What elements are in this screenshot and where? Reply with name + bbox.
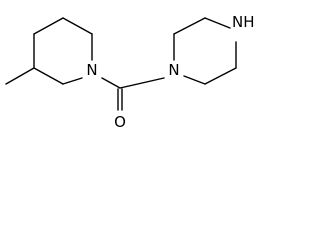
atom-label-o-carbonyl: O [114, 113, 126, 131]
atom-label-nh-piperazine: NH [232, 13, 255, 31]
atom-label-n-piperazine: N [168, 61, 179, 79]
bond-piperazine-c2-c3 [173, 17, 206, 35]
bond-methyl [5, 67, 35, 85]
molecule-structure: N N O NH [5, 13, 255, 131]
bond-carbonyl-piperazine-n [119, 77, 165, 89]
bond-piperidine-c5-c6 [62, 17, 93, 35]
bond-piperidine-c2-c3 [33, 67, 64, 85]
bond-piperazine-c3-nh [204, 17, 231, 29]
bond-piperazine-c5-c6 [204, 67, 237, 85]
bond-piperidine-n-carbonyl [101, 77, 121, 89]
bond-piperazine-c6-n1 [183, 75, 206, 85]
atom-label-n-piperidine: N [86, 61, 97, 79]
bond-piperidine-n-c2 [62, 77, 83, 85]
bond-piperidine-c4-c5 [33, 17, 64, 35]
